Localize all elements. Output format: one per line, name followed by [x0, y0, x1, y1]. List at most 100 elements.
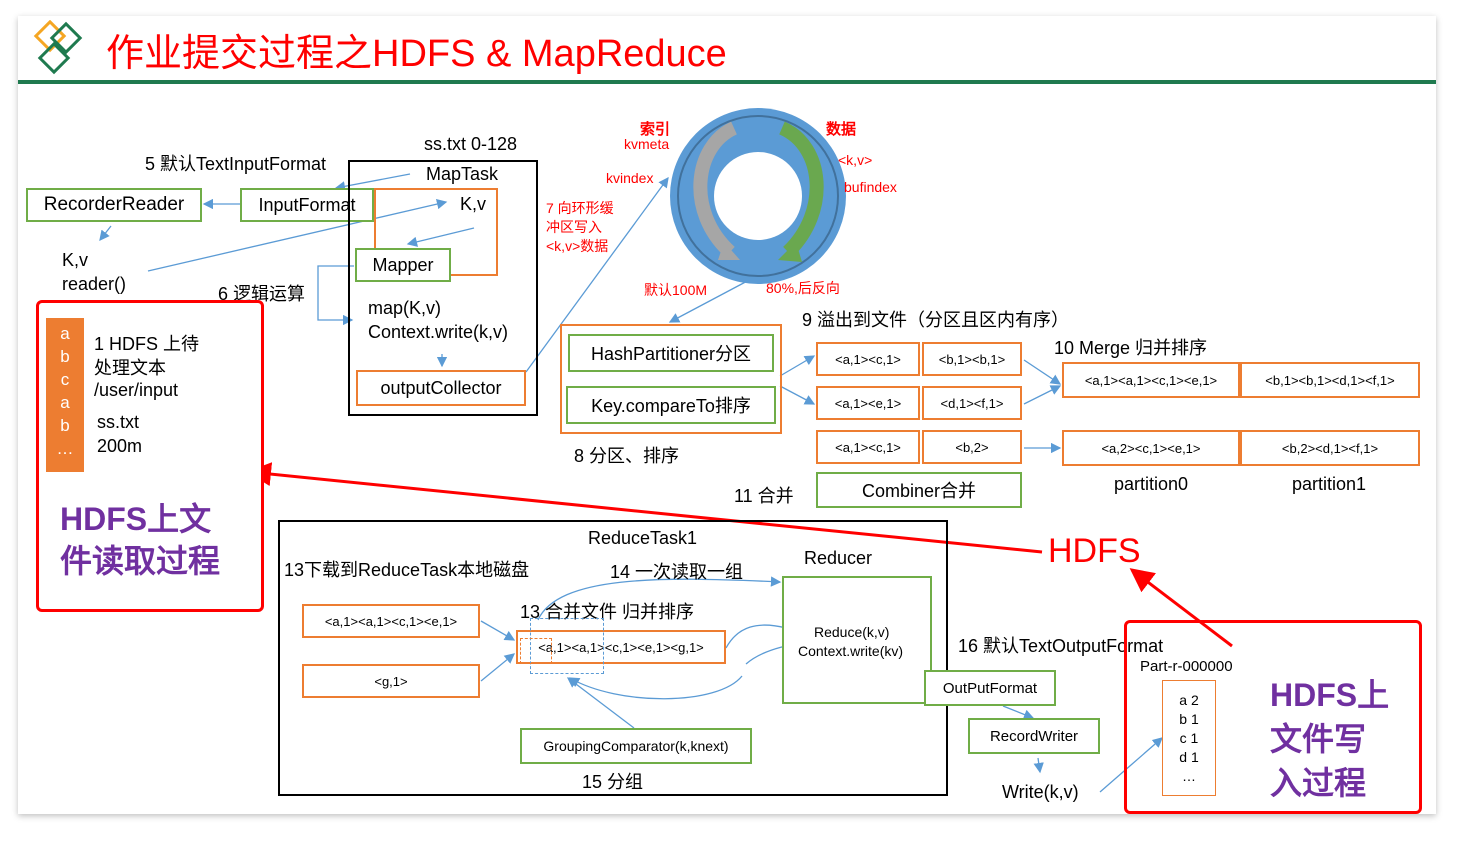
step13a-label: 13下载到ReduceTask本地磁盘 — [284, 560, 530, 580]
kvmeta-label: kvmeta — [624, 136, 670, 152]
spill-file-cell-label: <d,1><f,1> — [940, 395, 1004, 411]
reduce-fn-label: Reduce(k,v) — [814, 624, 890, 640]
reducer-title: Reducer — [804, 548, 873, 568]
reduce-write-label: Context.write(kv) — [798, 643, 904, 659]
spill-file-cell: <a,1><e,1> — [816, 386, 920, 420]
output-collector-box: outputCollector — [356, 370, 526, 406]
hash-partitioner-box: HashPartitioner分区 — [568, 334, 774, 372]
maptask-frame — [348, 160, 538, 416]
reduce-input-2: <g,1> — [302, 664, 480, 698]
threshold-label: 80%,后反向 — [766, 280, 840, 296]
file-letter: c — [60, 370, 70, 389]
spill-file-cell-label: <b,1><b,1> — [938, 351, 1006, 367]
spill-file-cell: <b,2> — [922, 430, 1022, 464]
title-rule — [18, 80, 1436, 84]
reduce-input-2-label: <g,1> — [374, 673, 408, 689]
kv-pair-label: <k,v> — [838, 152, 873, 168]
merged-partition-cell-label: <b,1><b,1><d,1><f,1> — [1265, 372, 1395, 388]
partition-frame — [560, 324, 782, 434]
write-title-line3: 入过程 — [1270, 765, 1367, 801]
input-format-box: InputFormat — [240, 188, 374, 222]
index-label: 索引 — [640, 121, 671, 138]
spill-file-cell-label: <a,1><c,1> — [835, 439, 901, 455]
mapper-label: Mapper — [372, 254, 434, 275]
merged-partition-cell: <a,2><c,1><e,1> — [1062, 430, 1240, 466]
input-format-label: InputFormat — [258, 195, 356, 215]
merged-partition-cell: <a,1><a,1><c,1><e,1> — [1062, 362, 1240, 398]
step15-label: 15 分组 — [582, 772, 644, 792]
recorder-reader-label: RecorderReader — [43, 194, 185, 215]
spill-file-cell-label: <a,1><c,1> — [835, 351, 901, 367]
merged-partition-cell-label: <a,2><c,1><e,1> — [1101, 440, 1201, 456]
hdfs-path-label: /user/input — [94, 380, 179, 400]
hash-partitioner-label: HashPartitioner分区 — [590, 344, 752, 364]
hdfs-step1b-label: 处理文本 — [94, 358, 166, 378]
write-label: Write(k,v) — [1002, 782, 1079, 802]
step13b-label: 13 合并文件 归并排序 — [520, 602, 695, 622]
record-writer-box: RecordWriter — [968, 718, 1100, 754]
group-highlight-inner — [520, 638, 552, 664]
mapper-box: Mapper — [355, 248, 451, 282]
ring-step7-line3: <k,v>数据 — [546, 238, 609, 254]
ring-buffer — [670, 108, 846, 284]
merged-partition-cell-label: <b,2><d,1><f,1> — [1281, 440, 1379, 456]
combiner-label: Combiner合并 — [861, 481, 977, 501]
write-title-line1: HDFS上 — [1270, 677, 1390, 713]
key-sort-label: Key.compareTo排序 — [591, 396, 751, 416]
slide: 作业提交过程之HDFS & MapReduce 5 默认TextInputFor… — [18, 16, 1436, 814]
file-letter: … — [56, 439, 74, 458]
read-title-line1: HDFS上文 — [60, 501, 212, 537]
reduce-input-1: <a,1><a,1><c,1><e,1> — [302, 604, 480, 638]
step9-label: 9 溢出到文件（分区且区内有序） — [802, 310, 1070, 330]
spill-file-cell-label: <a,1><e,1> — [834, 395, 902, 411]
hdfs-write-frame — [1124, 620, 1422, 814]
reader-label: reader() — [62, 274, 127, 294]
output-format-label: OutPutFormat — [942, 679, 1038, 697]
kvindex-label: kvindex — [606, 170, 654, 186]
file-letter: a — [60, 393, 70, 412]
logo-icon — [26, 19, 86, 80]
partition0-label: partition0 — [1114, 474, 1189, 494]
merged-partition-cell: <b,2><d,1><f,1> — [1240, 430, 1420, 466]
default-size-label: 默认100M — [644, 282, 708, 298]
default-input-label: 5 默认TextInputFormat — [145, 154, 327, 174]
step10-label: 10 Merge 归并排序 — [1054, 338, 1208, 358]
result-line: a 2 — [1179, 692, 1199, 708]
logic-step-label: 6 逻辑运算 — [218, 284, 306, 304]
merged-partition-cell-label: <a,1><a,1><c,1><e,1> — [1084, 372, 1218, 388]
recorder-reader-box: RecorderReader — [26, 188, 202, 222]
write-title-line2: 文件写 — [1270, 721, 1367, 757]
spill-file-cell: <a,1><c,1> — [816, 430, 920, 464]
result-line: c 1 — [1179, 730, 1199, 746]
merged-partition-cell: <b,1><b,1><d,1><f,1> — [1240, 362, 1420, 398]
file-size-label: 200m — [97, 436, 143, 456]
step8-label: 8 分区、排序 — [574, 446, 680, 466]
hdfs-step1-label: 1 HDFS 上待 — [94, 334, 200, 354]
ring-step7-line2: 冲区写入 — [546, 219, 602, 235]
bufindex-label: bufindex — [844, 179, 897, 195]
kv-label: K,v — [62, 250, 89, 270]
context-write-label: Context.write(k,v) — [368, 322, 509, 342]
maptask-kv-label: K,v — [460, 194, 487, 214]
part-file-label: Part-r-000000 — [1140, 658, 1233, 675]
ring-step7-line1: 7 向环形缓 — [546, 200, 614, 216]
spill-file-cell: <d,1><f,1> — [922, 386, 1022, 420]
file-letter: b — [60, 347, 70, 366]
group-highlight-outer — [530, 618, 604, 674]
reducetask-title: ReduceTask1 — [588, 528, 698, 548]
file-name-label: ss.txt — [97, 412, 140, 432]
merged-file-label: <a,1><a,1><c,1><e,1><g,1> — [538, 639, 704, 655]
step16-label: 16 默认TextOutputFormat — [958, 636, 1164, 656]
read-title-line2: 件读取过程 — [60, 543, 221, 579]
partition1-label: partition1 — [1292, 474, 1367, 494]
reduce-input-1-label: <a,1><a,1><c,1><e,1> — [324, 613, 458, 629]
maptask-title: MapTask — [426, 164, 499, 184]
split-label: ss.txt 0-128 — [424, 134, 518, 154]
grouping-comparator-box: GroupingComparator(k,knext) — [520, 728, 752, 764]
reducer-box — [782, 576, 932, 704]
key-sort-box: Key.compareTo排序 — [566, 386, 776, 424]
spill-file-cell: <a,1><c,1> — [816, 342, 920, 376]
reducetask-frame — [278, 520, 948, 796]
